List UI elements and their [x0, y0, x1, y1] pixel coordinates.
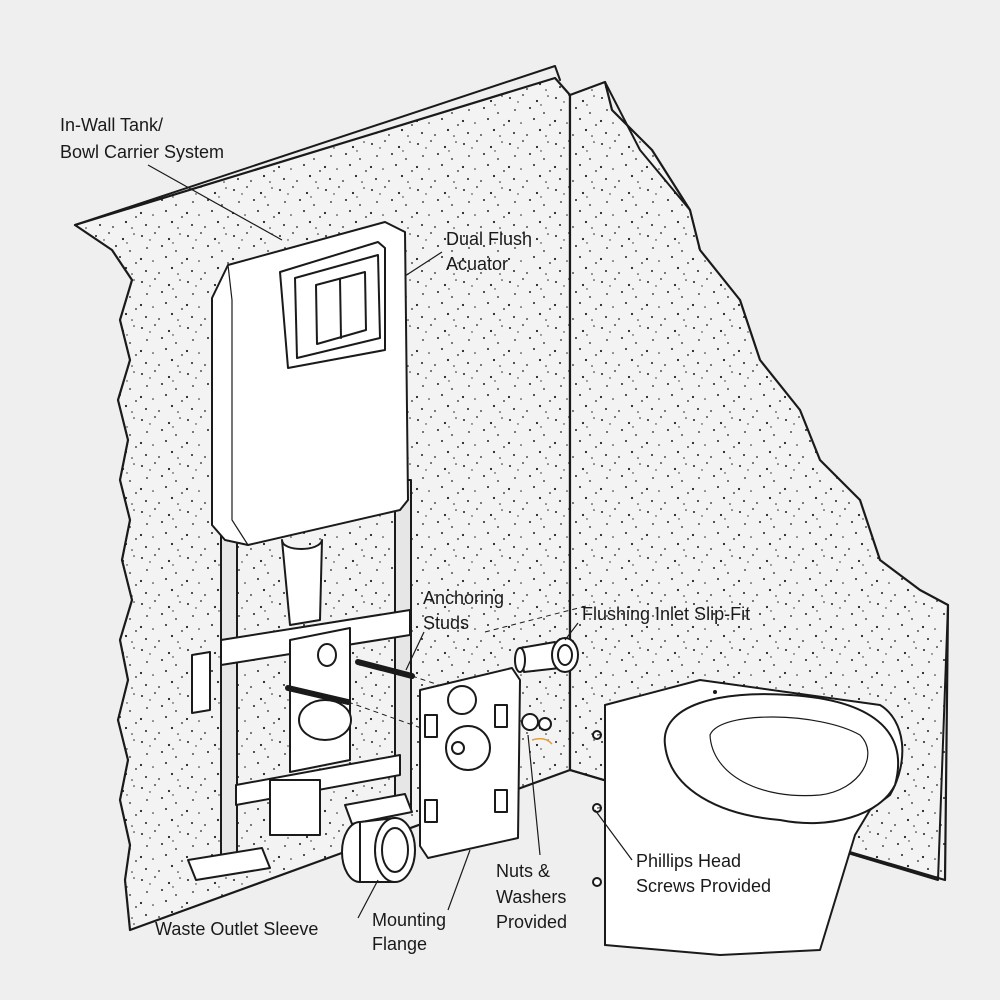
- label-waste: Waste Outlet Sleeve: [155, 919, 318, 939]
- label-screws-line2: Screws Provided: [636, 876, 771, 896]
- drain-neck: [281, 539, 323, 626]
- label-nuts-line2: Washers: [496, 887, 566, 907]
- label-inlet: Flushing Inlet Slip-Fit: [582, 604, 750, 624]
- label-carrier-line2: Bowl Carrier System: [60, 142, 224, 162]
- leader-lines: [147, 164, 633, 919]
- label-screws-line1: Phillips Head: [636, 851, 741, 871]
- label-actuator-line2: Acuator: [446, 254, 508, 274]
- flush-plate: [315, 271, 367, 345]
- toilet-bowl: [604, 679, 904, 956]
- wall-bracket: [191, 651, 211, 714]
- flushing-inlet-slipfit: [484, 604, 591, 673]
- left-foot-plate: [187, 847, 271, 881]
- callout-labels: In-Wall Tank/ Bowl Carrier System Dual F…: [60, 115, 771, 954]
- label-flange-line2: Flange: [372, 934, 427, 954]
- label-studs-line2: Studs: [423, 613, 469, 633]
- waste-outlet-sleeve: [341, 817, 416, 883]
- label-studs-line1: Anchoring: [423, 588, 504, 608]
- right-foot-plate: [344, 793, 413, 825]
- label-nuts-line1: Nuts &: [496, 861, 550, 881]
- inlet-port: [317, 643, 337, 667]
- label-nuts-line3: Provided: [496, 912, 567, 932]
- label-flange-line1: Mounting: [372, 910, 446, 930]
- label-actuator-line1: Dual Flush: [446, 229, 532, 249]
- mounting-flange: [419, 667, 521, 859]
- label-carrier-line1: In-Wall Tank/: [60, 115, 163, 135]
- flush-button-divider: [339, 278, 342, 339]
- waste-port: [298, 699, 352, 741]
- nuts-and-washers: [521, 713, 553, 745]
- waste-pipe-stub: [269, 779, 321, 836]
- carrier-frame: [187, 221, 413, 881]
